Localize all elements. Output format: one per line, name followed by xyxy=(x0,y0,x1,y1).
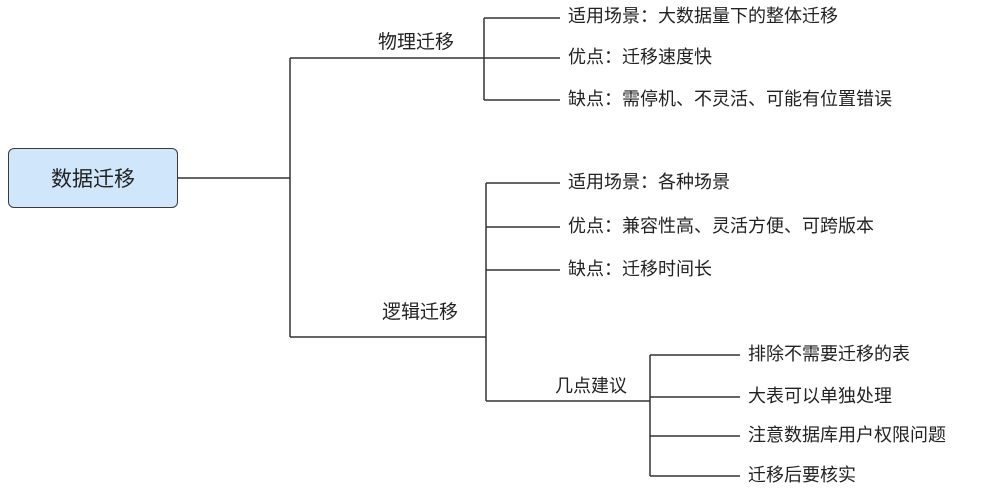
suggestion-item-verify: 迁移后要核实 xyxy=(748,465,856,486)
root-node: 数据迁移 xyxy=(8,148,178,208)
branch-physical: 物理迁移 xyxy=(378,31,455,53)
suggestion-item-exclude-tables: 排除不需要迁移的表 xyxy=(748,344,910,365)
logical-item-cons: 缺点：迁移时间长 xyxy=(568,259,712,280)
root-label: 数据迁移 xyxy=(51,167,135,191)
physical-item-pros: 优点：迁移速度快 xyxy=(568,47,712,68)
physical-item-cons: 缺点：需停机、不灵活、可能有位置错误 xyxy=(568,89,892,110)
logical-item-scenario: 适用场景：各种场景 xyxy=(568,172,730,193)
physical-item-scenario: 适用场景：大数据量下的整体迁移 xyxy=(568,6,838,27)
suggestion-item-large-tables: 大表可以单独处理 xyxy=(748,386,892,407)
branch-suggestions: 几点建议 xyxy=(555,376,627,397)
logical-item-pros: 优点：兼容性高、灵活方便、可跨版本 xyxy=(568,216,874,237)
suggestion-item-permissions: 注意数据库用户权限问题 xyxy=(748,425,946,446)
branch-logical: 逻辑迁移 xyxy=(382,301,459,323)
